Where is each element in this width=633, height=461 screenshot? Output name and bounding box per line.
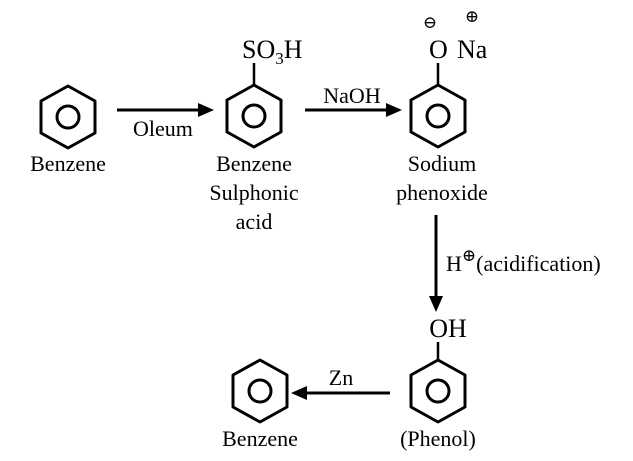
phenoxide-label-line1: Sodium [408, 151, 476, 176]
phenol-label: (Phenol) [400, 426, 476, 451]
naoh-arrow [305, 103, 402, 117]
reagent-acidification: H⊕(acidification) [446, 246, 601, 276]
benzene-start-ring [39, 84, 97, 150]
hydroxyl-group: OH [429, 314, 467, 343]
phenol-ring [409, 358, 467, 424]
reagent-naoh: NaOH [323, 83, 381, 108]
sulphonic-label-line1: Benzene [216, 151, 292, 176]
acidification-arrow [429, 215, 443, 312]
benzene-end-ring [231, 358, 289, 424]
reagent-zn: Zn [329, 365, 353, 390]
phenoxide-ring [409, 83, 467, 149]
oleum-arrow [117, 103, 214, 117]
plus-charge: ⊕ [465, 7, 479, 26]
benzene-start-label: Benzene [30, 151, 106, 176]
zn-arrow [291, 386, 390, 400]
benzene-end-label: Benzene [222, 426, 298, 451]
phenoxide-label-line2: phenoxide [396, 180, 488, 205]
so3h-group: SO3H [242, 35, 303, 68]
sodium-ion: Na [457, 35, 488, 64]
phenoxide-oxygen: O [429, 35, 448, 64]
reagent-oleum: Oleum [133, 116, 193, 141]
sulphonic-label-line3: acid [236, 209, 273, 234]
minus-charge: ⊖ [423, 13, 437, 32]
sulphonic-label-line2: Sulphonic [209, 180, 298, 205]
sulphonic-acid-ring [225, 83, 283, 149]
